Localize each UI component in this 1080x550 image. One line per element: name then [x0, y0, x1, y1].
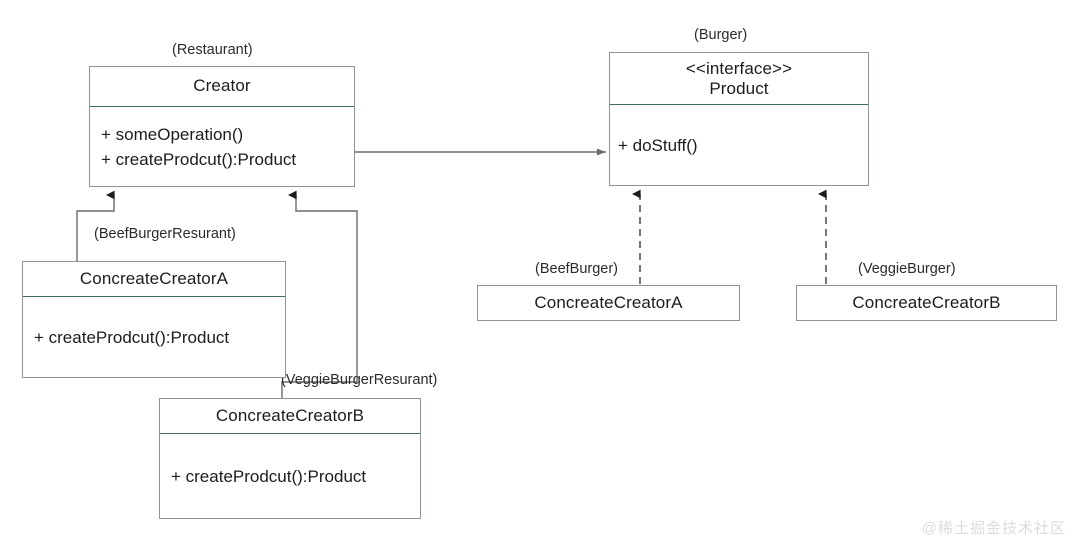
class-name-concrete-creator-b: ConcreateCreatorB — [215, 405, 365, 425]
class-box-concrete-product-a[interactable]: ConcreateCreatorA — [477, 285, 740, 321]
stereotype-interface: <<interface>> — [685, 59, 793, 78]
class-divider — [610, 104, 868, 105]
class-divider — [23, 296, 285, 297]
member-row: + createProdcut():Product — [171, 466, 367, 486]
class-members-product: + doStuff() — [610, 105, 868, 186]
class-divider — [160, 433, 420, 434]
member-row: + doStuff() — [618, 135, 698, 155]
class-name-concrete-product-b: ConcreateCreatorB — [852, 292, 1001, 312]
note-label-restaurant: (Restaurant) — [172, 42, 253, 58]
class-name-concrete-product-a: ConcreateCreatorA — [534, 292, 683, 312]
member-row: + createProdcut():Product — [34, 327, 230, 347]
class-header-product: <<interface>> Product — [610, 53, 868, 104]
class-box-concrete-product-b[interactable]: ConcreateCreatorB — [796, 285, 1057, 321]
class-box-product[interactable]: <<interface>> Product + doStuff() — [609, 52, 869, 186]
note-label-beefburger-resurant: (BeefBurgerResurant) — [94, 226, 236, 242]
class-members-creator: + someOperation() + createProdcut():Prod… — [90, 107, 354, 187]
class-divider — [90, 106, 354, 107]
watermark: @稀土掘金技术社区 — [921, 520, 1066, 537]
class-name-concrete-creator-a: ConcreateCreatorA — [79, 268, 229, 288]
line-ccB-to-creator — [281, 190, 358, 399]
class-box-concrete-creator-a[interactable]: ConcreateCreatorA + createProdcut():Prod… — [22, 261, 286, 378]
class-members-concrete-creator-b: + createProdcut():Product — [160, 434, 420, 519]
class-members-concrete-creator-a: + createProdcut():Product — [23, 297, 285, 378]
note-label-beefburger: (BeefBurger) — [535, 261, 619, 277]
note-label-veggieburger: (VeggieBurger) — [858, 261, 956, 277]
note-label-veggieburger-resurant: (VeggieBurgerResurant) — [281, 372, 438, 388]
class-name-product: Product — [709, 79, 769, 99]
class-name-creator: Creator — [193, 76, 251, 96]
class-box-creator[interactable]: Creator + someOperation() + createProdcu… — [89, 66, 355, 187]
member-row: + someOperation() — [101, 124, 244, 144]
class-box-concrete-creator-b[interactable]: ConcreateCreatorB + createProdcut():Prod… — [159, 398, 421, 519]
note-label-burger: (Burger) — [694, 27, 748, 43]
member-row: + createProdcut():Product — [101, 150, 297, 169]
